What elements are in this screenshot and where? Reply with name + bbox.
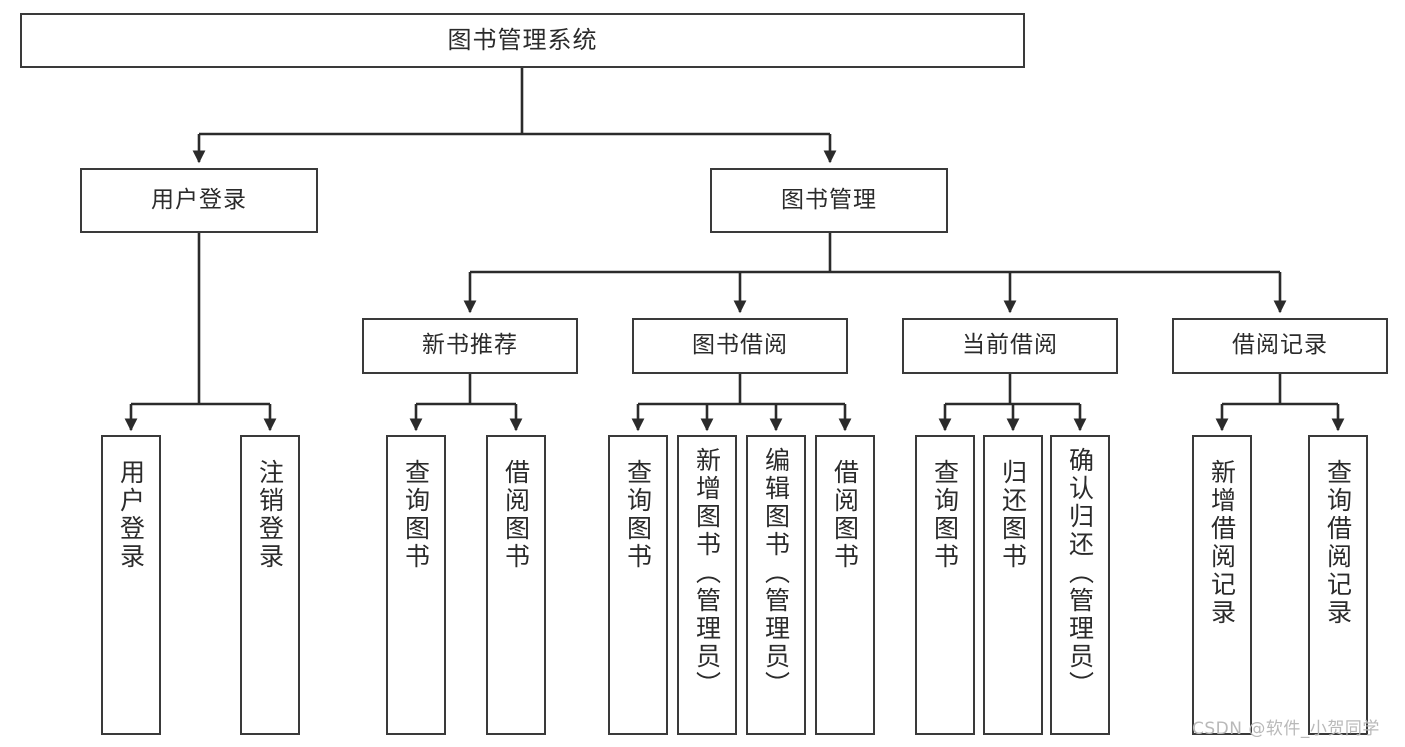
leaf-current-return-book-label: 归还图书 [998, 459, 1028, 571]
node-borrow-record-label: 借阅记录 [1232, 332, 1328, 359]
leaf-record-query[interactable]: 查询借阅记录 [1308, 435, 1368, 735]
leaf-borrow-query-book[interactable]: 查询图书 [608, 435, 668, 735]
leaf-user-login-login[interactable]: 用户登录 [101, 435, 161, 735]
node-current-borrow-label: 当前借阅 [962, 332, 1058, 359]
leaf-borrow-borrow-book-label: 借阅图书 [830, 459, 860, 571]
node-new-book-recommend-label: 新书推荐 [422, 332, 518, 359]
leaf-borrow-query-book-label: 查询图书 [623, 459, 653, 571]
leaf-new-book-borrow[interactable]: 借阅图书 [486, 435, 546, 735]
node-root-label: 图书管理系统 [447, 26, 598, 55]
leaf-borrow-borrow-book[interactable]: 借阅图书 [815, 435, 875, 735]
leaf-current-confirm-return-label: 确认归还（管理员） [1065, 447, 1095, 699]
leaf-new-book-query[interactable]: 查询图书 [386, 435, 446, 735]
leaf-user-login-logout-label: 注销登录 [255, 459, 285, 571]
leaf-record-query-label: 查询借阅记录 [1323, 459, 1353, 627]
node-book-borrow-label: 图书借阅 [692, 332, 788, 359]
node-book-borrow[interactable]: 图书借阅 [632, 318, 848, 374]
node-new-book-recommend[interactable]: 新书推荐 [362, 318, 578, 374]
node-current-borrow[interactable]: 当前借阅 [902, 318, 1118, 374]
leaf-new-book-borrow-label: 借阅图书 [501, 459, 531, 571]
node-user-login[interactable]: 用户登录 [80, 168, 318, 233]
leaf-record-add[interactable]: 新增借阅记录 [1192, 435, 1252, 735]
node-book-management-label: 图书管理 [781, 186, 877, 213]
node-borrow-record[interactable]: 借阅记录 [1172, 318, 1388, 374]
leaf-borrow-add-book[interactable]: 新增图书（管理员） [677, 435, 737, 735]
node-root[interactable]: 图书管理系统 [20, 13, 1025, 68]
leaf-borrow-add-book-label: 新增图书（管理员） [692, 447, 722, 699]
leaf-user-login-login-label: 用户登录 [116, 459, 146, 571]
leaf-user-login-logout[interactable]: 注销登录 [240, 435, 300, 735]
leaf-current-confirm-return[interactable]: 确认归还（管理员） [1050, 435, 1110, 735]
leaf-borrow-edit-book[interactable]: 编辑图书（管理员） [746, 435, 806, 735]
leaf-borrow-edit-book-label: 编辑图书（管理员） [761, 447, 791, 699]
leaf-current-return-book[interactable]: 归还图书 [983, 435, 1043, 735]
leaf-record-add-label: 新增借阅记录 [1207, 459, 1237, 627]
node-user-login-label: 用户登录 [151, 186, 247, 213]
leaf-new-book-query-label: 查询图书 [401, 459, 431, 571]
csdn-watermark: CSDN @软件_小贺同学 [1192, 719, 1380, 739]
leaf-current-query-book-label: 查询图书 [930, 459, 960, 571]
leaf-current-query-book[interactable]: 查询图书 [915, 435, 975, 735]
node-book-management[interactable]: 图书管理 [710, 168, 948, 233]
